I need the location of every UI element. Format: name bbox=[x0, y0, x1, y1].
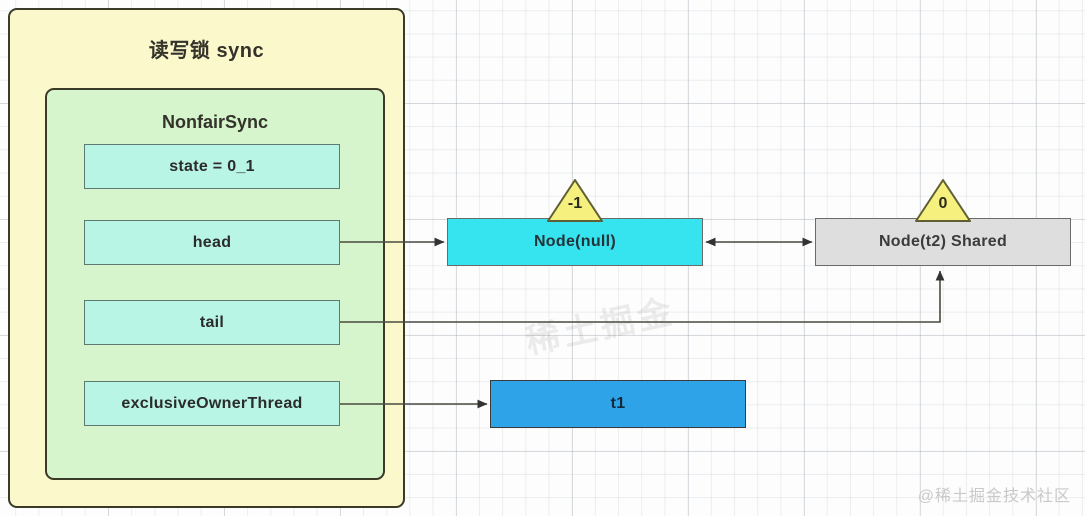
node-t2-box: Node(t2) Shared bbox=[815, 218, 1071, 266]
nonfairsync-title: NonfairSync bbox=[161, 112, 269, 132]
waitstatus-value-node-t2: 0 bbox=[938, 195, 948, 212]
node-null-box: Node(null) bbox=[447, 218, 703, 266]
waitstatus-triangle-node-t2: 0 bbox=[914, 178, 972, 223]
waitstatus-value-node-null: -1 bbox=[567, 195, 583, 212]
triangle-icon bbox=[547, 179, 603, 222]
corner-watermark: @稀土掘金技术社区 bbox=[917, 488, 1071, 505]
node-t1-box: t1 bbox=[490, 380, 746, 428]
field-state: state = 0_1 bbox=[84, 144, 340, 189]
field-head: head bbox=[84, 220, 340, 265]
field-tail: tail bbox=[84, 300, 340, 345]
field-exclusive-owner-thread: exclusiveOwnerThread bbox=[84, 381, 340, 426]
sync-title: 读写锁 sync bbox=[148, 40, 265, 62]
waitstatus-triangle-node-null: -1 bbox=[546, 178, 604, 223]
triangle-icon bbox=[915, 179, 971, 222]
